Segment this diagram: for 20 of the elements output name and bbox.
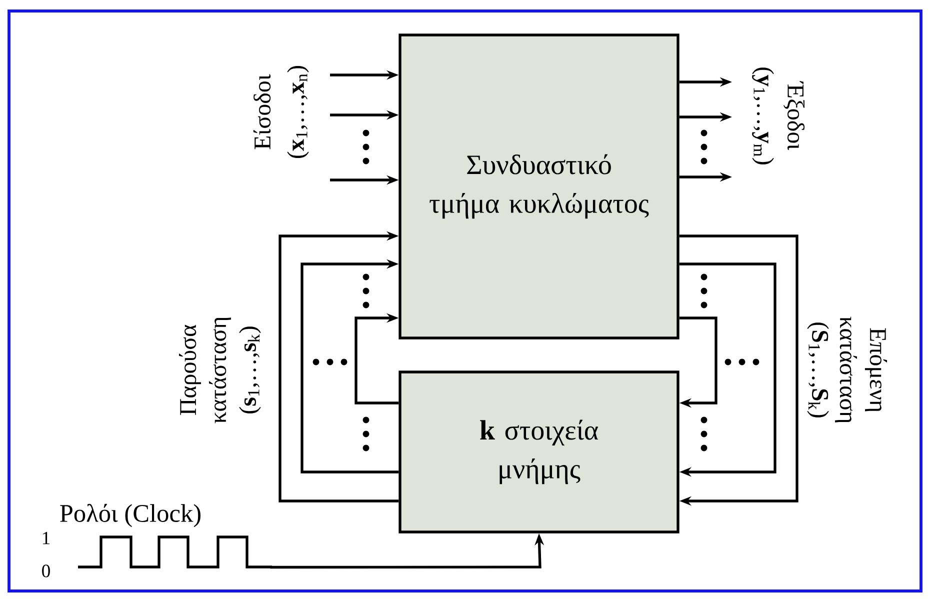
arrow: [679, 234, 798, 506]
clock-waveform-drawing: [78, 536, 272, 568]
clock-label: Ρολόι (Clock): [60, 504, 200, 528]
inputs-label: Είσοδοι: [253, 74, 271, 150]
process-box: Συνδυαστικό τμήμα κυκλώματος: [398, 34, 680, 340]
state-label: (s$_{1}$,…,s$_{k}$): [239, 326, 261, 414]
inputs-label: (x$_{1}$,…,x$_{n}$): [287, 66, 309, 158]
arrow: [278, 231, 399, 502]
arrow: [679, 316, 718, 408]
state-label: (S$_{1}$,…,S$_{k}$): [807, 322, 829, 418]
axis-value: 1: [42, 532, 50, 544]
outputs-label: (y$_{1}$,…,y$_{m}$): [752, 68, 774, 164]
axis-value: 0: [42, 564, 50, 578]
state-label: Παρούσα κατάσταση: [179, 318, 232, 424]
arrow: [679, 262, 776, 477]
memory-box: k στοιχεία μνήμης: [398, 370, 680, 534]
outputs-label: Έξοδοι: [784, 81, 804, 150]
arrow: [354, 313, 399, 404]
state-label: Επόμενη κατάσταση: [835, 316, 887, 422]
arrow: [300, 259, 399, 474]
